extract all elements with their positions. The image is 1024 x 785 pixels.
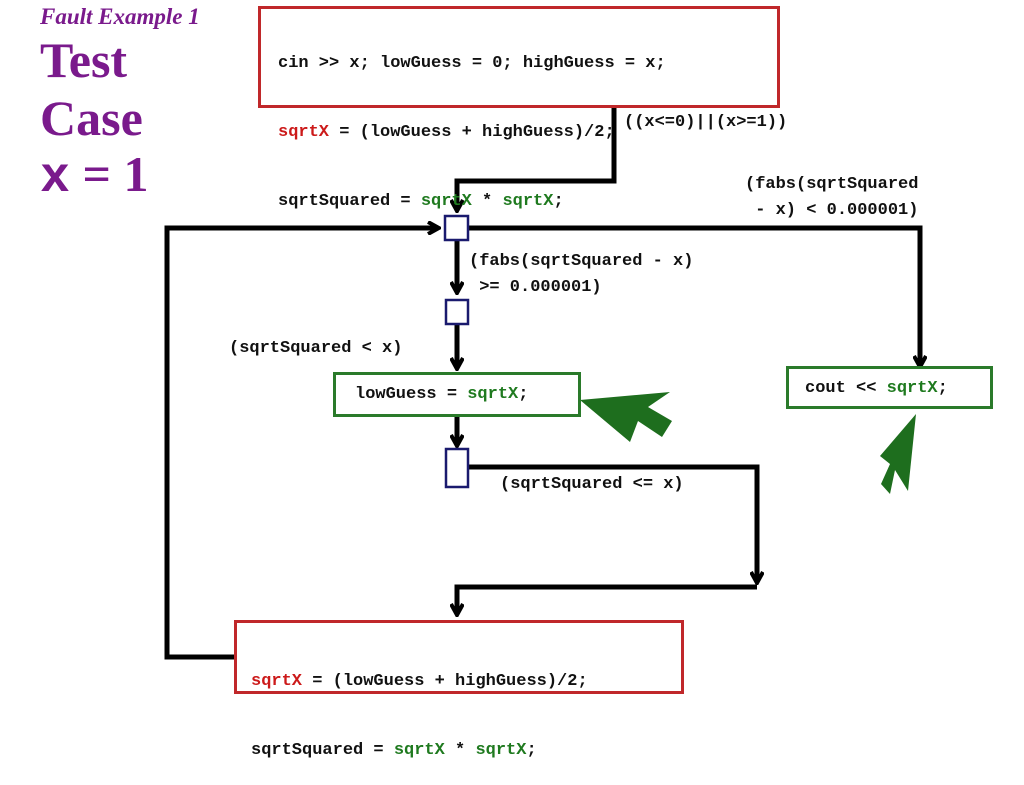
test-case-value: x = 1 xyxy=(40,148,149,205)
condition-range: ((x<=0)||(x>=1)) xyxy=(624,113,788,132)
condition-less-equal: (sqrtSquared <= x) xyxy=(500,475,684,494)
update-line-1-rest: = (lowGuess + highGuess)/2; xyxy=(302,672,588,691)
edge-merge-to-output xyxy=(469,225,920,366)
pointer-arrow-low-assign-icon xyxy=(580,392,672,442)
condition-exit-line-2: - x) < 0.000001) xyxy=(745,201,919,220)
low-assign-var: sqrtX xyxy=(467,385,519,404)
init-line-1: cin >> x; lowGuess = 0; highGuess = x; xyxy=(278,54,666,73)
output-end: ; xyxy=(937,379,948,398)
output-pre: cout << xyxy=(805,379,887,398)
title-line-case: Case xyxy=(40,90,143,146)
sqrtx-ref-a: sqrtX xyxy=(420,192,472,211)
update-sqrtx-ref-a: sqrtX xyxy=(393,741,445,760)
update-sqrtx-ref-b: sqrtX xyxy=(475,741,527,760)
init-line-3-pre: sqrtSquared = xyxy=(278,192,421,211)
output-block: cout << sqrtX; xyxy=(786,366,993,409)
low-assign-end: ; xyxy=(518,385,529,404)
subtitle: Fault Example 1 xyxy=(40,4,200,29)
flow-diagram xyxy=(164,108,1024,660)
init-line-2-rest: = (lowGuess + highGuess)/2; xyxy=(329,123,615,142)
update-sqrtx-var: sqrtX xyxy=(251,672,303,691)
low-assign-block: lowGuess = sqrtX; xyxy=(333,372,581,417)
edge-join-to-update xyxy=(457,584,757,614)
condition-exit: (fabs(sqrtSquared - x) < 0.000001) xyxy=(745,172,918,224)
update-line-2-end: ; xyxy=(526,741,537,760)
update-line-1: sqrtX = (lowGuess + highGuess)/2; xyxy=(251,666,681,697)
condition-loop-line-1: (fabs(sqrtSquared - x) xyxy=(469,252,694,271)
update-line-2-mid: * xyxy=(444,741,476,760)
condition-less: (sqrtSquared < x) xyxy=(229,339,403,358)
edge-check-to-join xyxy=(469,464,757,582)
init-line-2: sqrtX = (lowGuess + highGuess)/2; xyxy=(278,117,777,148)
edge-init-to-merge xyxy=(457,108,617,210)
pointer-arrow-output-icon xyxy=(880,414,916,494)
init-block: cin >> x; lowGuess = 0; highGuess = x; s… xyxy=(258,6,780,211)
init-line-3-mid: * xyxy=(471,192,503,211)
test-case-equals: = 1 xyxy=(70,146,149,202)
edge-update-loop-back xyxy=(164,228,438,660)
update-line-2: sqrtSquared = sqrtX * sqrtX; xyxy=(251,735,681,766)
low-assign-pre: lowGuess = xyxy=(355,385,468,404)
decision-node-less-equal xyxy=(444,447,470,489)
test-case-variable: x xyxy=(40,150,71,207)
decision-node-loop xyxy=(444,298,470,326)
sqrtx-var: sqrtX xyxy=(278,123,330,142)
condition-loop: (fabs(sqrtSquared - x) >= 0.000001) xyxy=(469,249,693,301)
condition-exit-line-1: (fabs(sqrtSquared xyxy=(745,175,919,194)
sqrtx-ref-b: sqrtX xyxy=(502,192,554,211)
title-line-test: Test xyxy=(40,32,128,88)
condition-loop-line-2: >= 0.000001) xyxy=(469,278,602,297)
update-block: sqrtX = (lowGuess + highGuess)/2; sqrtSq… xyxy=(234,620,684,760)
init-line-3: sqrtSquared = sqrtX * sqrtX; xyxy=(278,186,777,217)
output-var: sqrtX xyxy=(886,379,938,398)
init-line-3-end: ; xyxy=(553,192,564,211)
update-line-2-pre: sqrtSquared = xyxy=(251,741,394,760)
decision-node-merge xyxy=(443,214,470,242)
